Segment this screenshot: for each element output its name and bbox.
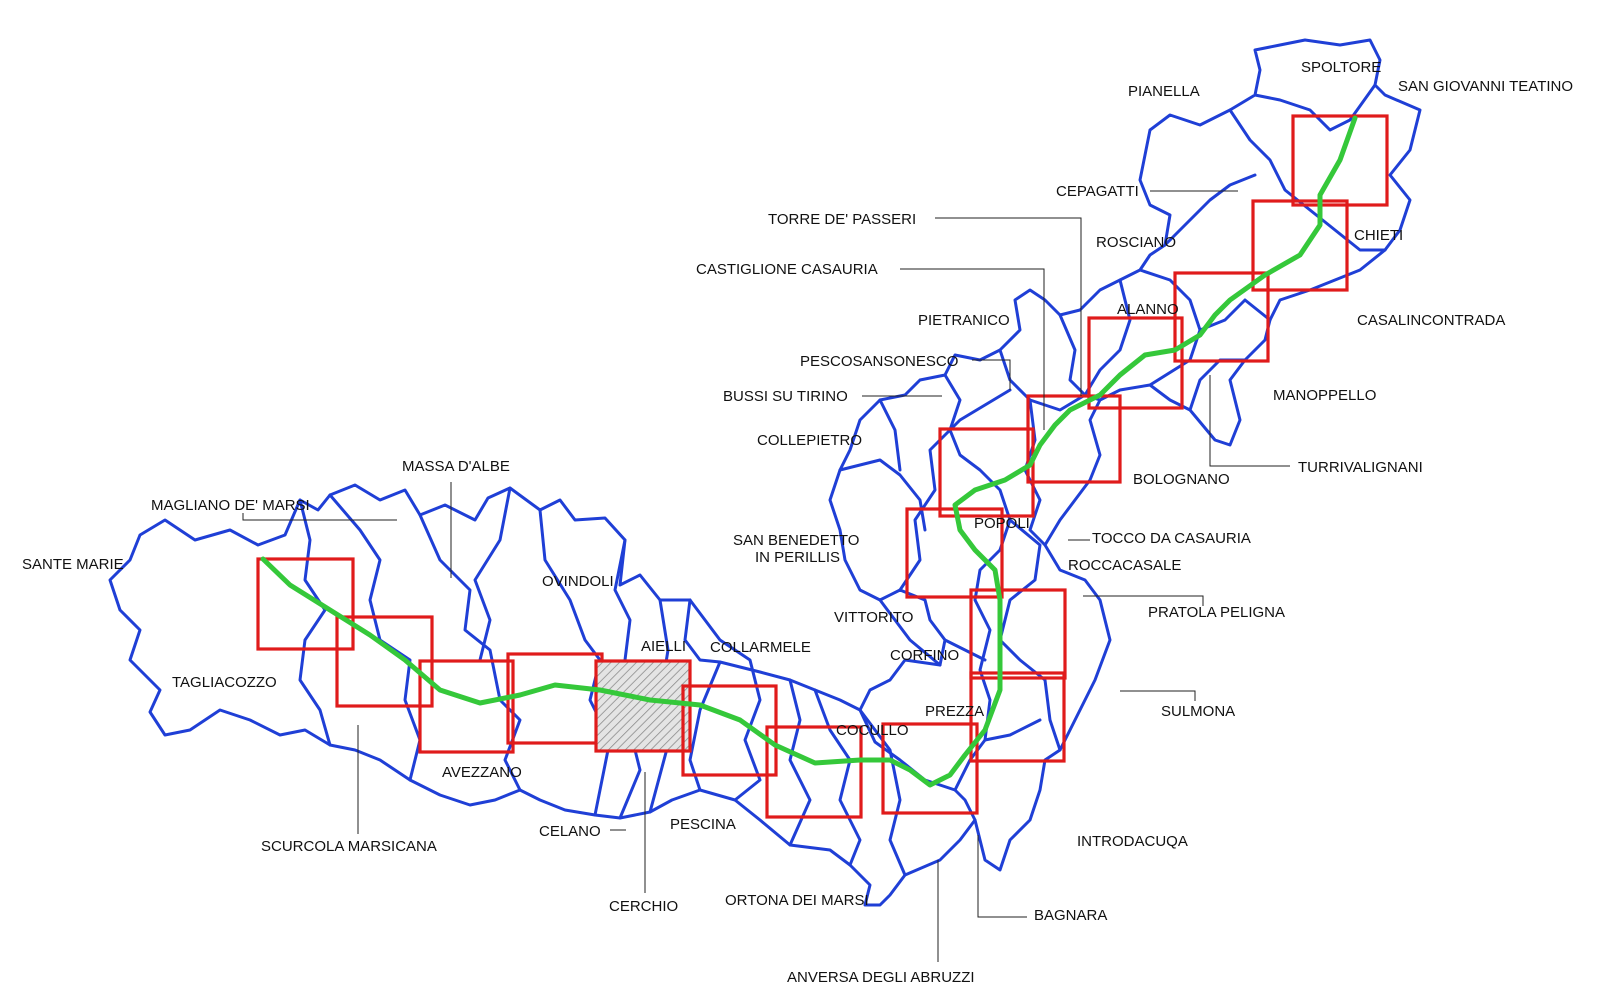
label-collepietro: COLLEPIETRO: [757, 432, 862, 449]
map-sheet-10: [969, 588, 1067, 680]
leader-turrivalignani: [1209, 375, 1290, 467]
map-sheet-6: [681, 684, 778, 777]
leader-sulmona: [1120, 690, 1196, 701]
boundary-anversa: [858, 708, 907, 877]
boundary-ortona: [788, 678, 812, 847]
label-san-benedetto-line2: IN PERILLIS: [755, 549, 840, 566]
boundary-central-5: [943, 373, 1012, 742]
label-popoli: POPOLI: [974, 515, 1030, 532]
label-bolognano: BOLOGNANO: [1133, 471, 1230, 488]
label-tocco-da-casauria: TOCCO DA CASAURIA: [1092, 530, 1251, 547]
map-sheet-2: [335, 615, 434, 708]
label-pescosansonesco: PESCOSANSONESCO: [800, 353, 958, 370]
map-sheet-15: [1173, 271, 1270, 363]
boundary-pescina: [688, 660, 722, 792]
leader-lines: [242, 190, 1290, 962]
label-alanno: ALANNO: [1117, 301, 1179, 318]
label-rosciano: ROSCIANO: [1096, 234, 1176, 251]
label-vittorito: VITTORITO: [834, 609, 913, 626]
boundary-north-1: [1138, 268, 1202, 387]
label-chieti: CHIETI: [1354, 227, 1403, 244]
leader-pratola: [1083, 595, 1204, 606]
label-anversa-degli-abruzzi: ANVERSA DEGLI ABRUZZI: [787, 969, 975, 986]
label-avezzano: AVEZZANO: [442, 764, 522, 781]
map-sheet-7: [765, 725, 863, 819]
boundary-central-1: [898, 388, 1012, 592]
leader-torre: [935, 217, 1082, 396]
map-sheet-13: [1026, 394, 1122, 484]
place-labels: SPOLTORE SAN GIOVANNI TEATINO PIANELLA C…: [22, 59, 1573, 986]
boundary-central-10: [953, 718, 1042, 792]
label-pietranico: PIETRANICO: [918, 312, 1010, 329]
leader-pescosansonesco: [972, 359, 1011, 390]
boundary-central-4: [878, 398, 902, 472]
label-cocullo: COCULLO: [836, 722, 909, 739]
route-line: [260, 115, 1358, 788]
map-sheet-1: [256, 557, 355, 651]
label-pianella: PIANELLA: [1128, 83, 1200, 100]
label-aielli: AIELLI: [641, 638, 686, 655]
map-sheet-hatched: [594, 659, 692, 753]
map-sheet-9: [969, 671, 1066, 763]
label-manoppello: MANOPPELLO: [1273, 387, 1376, 404]
label-roccacasale: ROCCACASALE: [1068, 557, 1181, 574]
boundary-north-5: [1253, 83, 1377, 132]
label-prezza: PREZZA: [925, 703, 984, 720]
map-sheet-8: [881, 722, 979, 815]
map-sheet-3: [418, 659, 515, 754]
label-tagliacozzo: TAGLIACOZZO: [172, 674, 277, 691]
boundary-massa: [418, 513, 522, 792]
label-ortona-dei-marsi: ORTONA DEI MARSI: [725, 892, 869, 909]
label-bagnara: BAGNARA: [1034, 907, 1107, 924]
map-sheet-4: [506, 652, 604, 745]
leader-bagnara: [977, 835, 1027, 918]
boundary-central-9: [943, 638, 987, 662]
label-scurcola-marsicana: SCURCOLA MARSICANA: [261, 838, 437, 855]
boundary-north-2: [1163, 173, 1257, 247]
label-introdacuqa: INTRODACUQA: [1077, 833, 1188, 850]
label-sulmona: SULMONA: [1161, 703, 1235, 720]
label-spoltore: SPOLTORE: [1301, 59, 1381, 76]
label-pescina: PESCINA: [670, 816, 736, 833]
boundary-outline-west: [108, 483, 977, 907]
boundary-central-11: [1058, 313, 1087, 397]
label-celano: CELANO: [539, 823, 601, 840]
leader-castiglione: [900, 268, 1045, 430]
label-cepagatti: CEPAGATTI: [1056, 183, 1139, 200]
label-sante-marie: SANTE MARIE: [22, 556, 124, 573]
map-sheet-14: [1087, 316, 1184, 410]
municipal-boundaries: [108, 38, 1422, 907]
boundary-tagliacozzo-scurcola: [298, 498, 332, 747]
boundary-outline-central: [828, 38, 1422, 872]
boundary-central-3: [838, 458, 927, 532]
map-sheet-16: [1251, 199, 1349, 292]
label-collarmele: COLLARMELE: [710, 639, 811, 656]
label-magliano-de-marsi: MAGLIANO DE' MARSI: [151, 497, 310, 514]
label-cerchio: CERCHIO: [609, 898, 678, 915]
label-turrivalignani: TURRIVALIGNANI: [1298, 459, 1423, 476]
boundary-celano: [473, 486, 512, 662]
boundary-central-2: [878, 598, 942, 667]
boundary-cocullo: [813, 688, 862, 867]
label-torre-de-passeri: TORRE DE' PASSERI: [768, 211, 916, 228]
leader-magliano: [242, 513, 397, 521]
map-sheet-12: [938, 427, 1035, 518]
boundary-collarmele: [688, 598, 762, 802]
label-ovindoli: OVINDOLI: [542, 573, 614, 590]
boundary-north-3: [1198, 298, 1272, 332]
label-san-giovanni-teatino: SAN GIOVANNI TEATINO: [1398, 78, 1573, 95]
label-pratola-peligna: PRATOLA PELIGNA: [1148, 604, 1285, 621]
label-casalincontrada: CASALINCONTRADA: [1357, 312, 1505, 329]
map-sheet-17: [1291, 114, 1389, 207]
label-bussi-su-tirino: BUSSI SU TIRINO: [723, 388, 848, 405]
label-massa-dalbe: MASSA D'ALBE: [402, 458, 510, 475]
boundary-north-7: [1083, 278, 1132, 397]
label-castiglione-casauria: CASTIGLIONE CASAURIA: [696, 261, 878, 278]
label-corfino: CORFINO: [890, 647, 959, 664]
label-san-benedetto-line1: SAN BENEDETTO: [733, 532, 859, 549]
